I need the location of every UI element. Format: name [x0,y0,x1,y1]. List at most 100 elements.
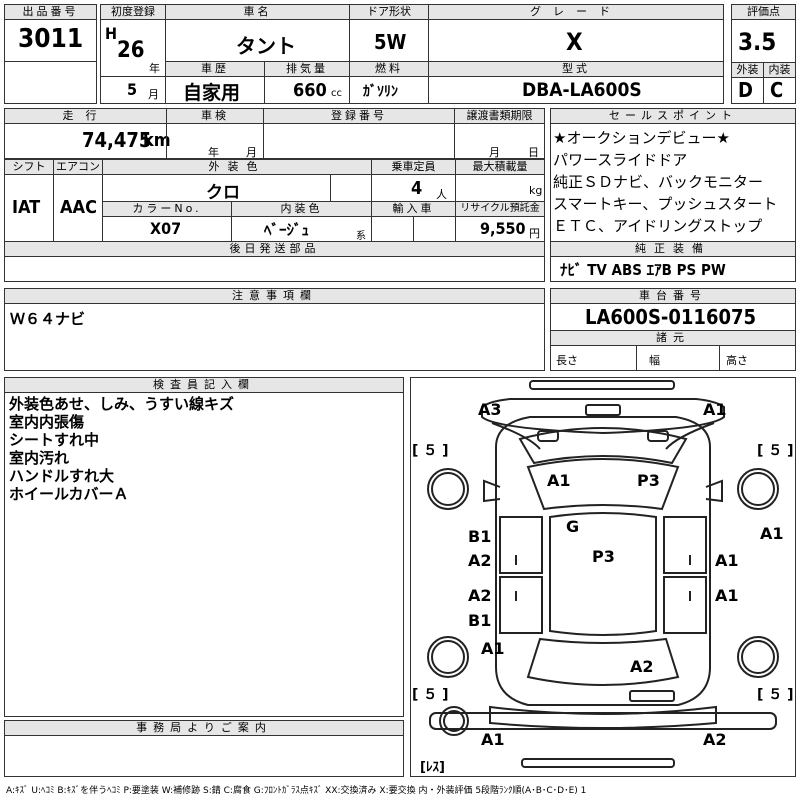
later-parts-label: 後日発送部品 [4,241,545,257]
transfer-day-unit: 日 [528,146,539,159]
later-parts-cell [4,256,545,282]
inspection-label: 車検 [166,108,264,124]
tire-tread-rr: [ ５ ] [757,687,794,703]
mileage-label: 走行 [4,108,167,124]
insp-year-unit: 年 [208,146,219,159]
interior: C [770,78,784,102]
int-color-label: 内装色 [231,201,372,217]
caution-label: 注意事項欄 [4,288,545,304]
sales-point: スマートキー、プッシュスタート [553,195,778,213]
mark-hood-right: P3 [637,471,660,490]
displacement: 660 [293,80,327,101]
caution-text: Ｗ６４ナビ [10,310,86,328]
reg-no-cell [263,123,455,159]
office-label: 事務局よりご案内 [4,720,404,736]
reg-month: 5 [127,80,138,99]
sales-point: ＥＴＣ、アイドリングストップ [553,217,763,235]
load-label: 最大積載量 [455,159,545,175]
tire-tread-fl: [ ５ ] [412,443,449,459]
inspector-label: 検査員記入欄 [4,377,404,393]
tire-tread-rl: [ ５ ] [412,687,449,703]
inspector-notes: 外装色あせ、しみ、うすい線キズ 室内内張傷 シートすれ中 室内汚れ ハンドルすれ… [9,395,234,503]
spare-tire-label: [ﾚｽ] [420,760,445,775]
caution-cell [4,303,545,371]
divider [330,174,331,202]
divider [719,345,720,371]
divider [413,216,414,242]
exterior: D [738,78,753,102]
mileage-unit: km [143,130,171,151]
model-label: 型式 [428,61,724,77]
sales-point: ★オークションデビュー★ [553,129,730,147]
car-name: タント [236,34,296,58]
sales-points-label: セールスポイント [550,108,796,124]
height-label: 高さ [726,354,748,367]
first-reg-label: 初度登録 [100,4,166,20]
inspector-note: ホイールカバーＡ [9,485,129,503]
ac: AAC [60,197,97,218]
sales-points-list: ★オークションデビュー★ パワースライドドア 純正ＳＤナビ、バックモニター スマ… [553,127,793,237]
car-diagram [427,380,779,768]
inspector-note: 外装色あせ、しみ、うすい線キズ [9,395,235,413]
car-name-label: 車名 [165,4,350,20]
ac-label: エアコン [53,159,103,175]
mark-rl-door-2: B1 [468,611,492,630]
score-label: 評価点 [731,4,796,20]
equipment-label: 純正装備 [550,241,796,257]
mark-rear-right: A2 [703,730,727,749]
insp-month-unit: 月 [246,146,257,159]
mark-front-left: A3 [478,400,502,419]
displacement-label: 排気量 [264,61,350,77]
spec-label: 諸元 [550,330,796,346]
capacity-unit: 人 [436,188,447,201]
shift-label: シフト [4,159,54,175]
transfer-cell [454,123,545,159]
recycle-label: リサイクル預託金 [455,201,545,217]
sales-point: パワースライドドア [553,151,688,169]
interior-cell [763,77,796,104]
office-cell [4,735,404,777]
capacity-label: 乗車定員 [371,159,456,175]
door: 5W [374,30,407,54]
mark-front-right: A1 [703,400,727,419]
mark-rear-left: A1 [481,730,505,749]
mark-fr-door: A1 [715,551,739,570]
car-diagram-frame [410,377,796,777]
lot-no-label: 出品番号 [4,4,97,20]
grade-label: グレード [428,4,724,20]
reg-no-label: 登録番号 [263,108,455,124]
recycle-unit: 円 [529,227,540,240]
mark-right-side-top: A1 [760,524,784,543]
mark-rr-door: A1 [715,586,739,605]
displacement-unit: cc [331,88,342,99]
transfer-month-unit: 月 [489,146,500,159]
interior-label: 内装 [763,62,796,78]
mark-rear-left-fender: A1 [481,639,505,658]
inspector-note: 室内汚れ [9,449,70,467]
width-label: 幅 [649,354,660,367]
grade: X [566,28,583,56]
mark-roof: G [566,517,580,536]
chassis-label: 車台番号 [550,288,796,304]
era: H [105,24,118,43]
transfer-label: 譲渡書類期限 [454,108,545,124]
color: クロ [206,183,240,203]
shift: IAT [12,197,41,218]
model-cell [428,76,724,104]
import-label: 輸入車 [371,201,456,217]
reg-month-unit: 月 [148,88,159,101]
mark-rl-door-1: A2 [468,586,492,605]
capacity: 4 [411,178,423,199]
history: 自家用 [183,82,241,104]
int-color: ﾍﾞｰｼﾞｭ [264,221,310,239]
mileage: 74,475 [82,128,152,152]
int-color-unit: 系 [356,231,366,242]
spec-cell [550,345,796,371]
equipment: ﾅﾋﾞ TV ABS ｴｱB PS PW [560,261,726,279]
lot-no: 3011 [18,24,84,54]
lot-blank-cell [4,61,97,104]
fuel: ｶﾞｿﾘﾝ [363,84,398,100]
mark-trunk: A2 [630,657,654,676]
sales-point: 純正ＳＤナビ、バックモニター [553,173,764,191]
equipment-cell [550,256,796,282]
